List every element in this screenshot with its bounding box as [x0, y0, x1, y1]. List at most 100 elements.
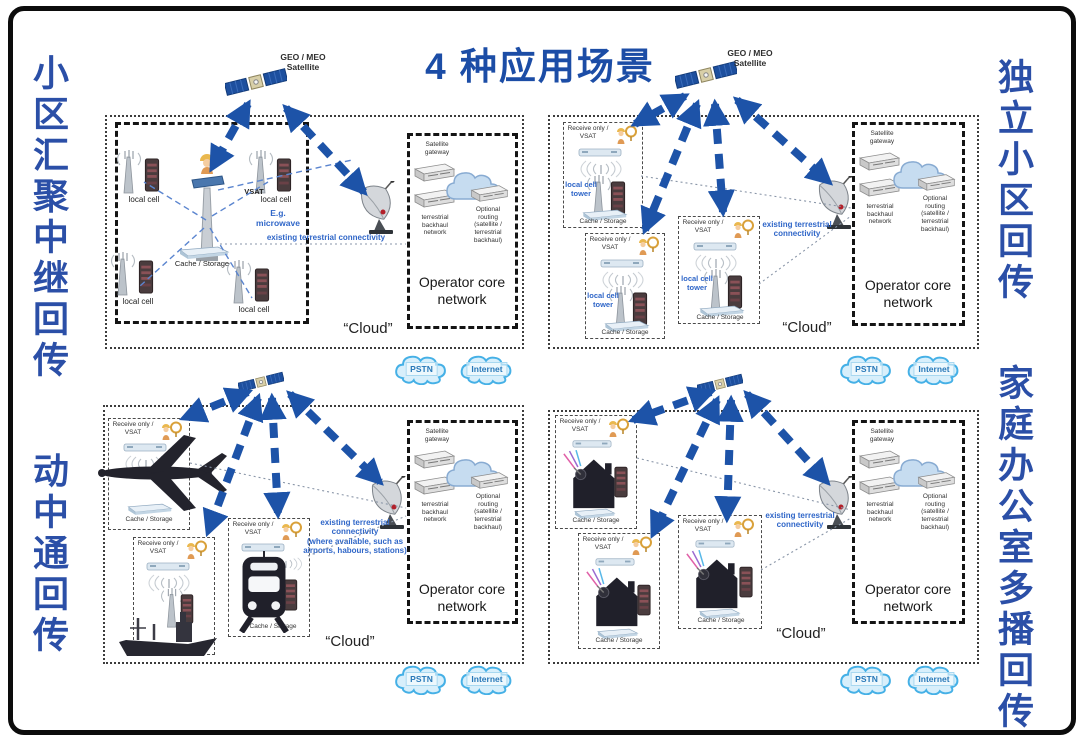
router-icon	[468, 182, 510, 204]
cache-storage-label: Cache / Storage	[696, 314, 744, 321]
receiver-person-icon	[638, 236, 660, 256]
cache-storage-label: Cache / Storage	[697, 617, 745, 624]
receiver-person-icon	[616, 125, 638, 145]
pstn-cloud: PSTN	[393, 352, 450, 385]
receive-unit-label: Receive only / VSAT	[589, 236, 631, 251]
outer-frame	[8, 6, 1076, 735]
satellite-gateway-label: Satellite gateway	[869, 130, 895, 145]
cloud-label: “Cloud”	[325, 633, 375, 650]
optional-routing-label: Optional routing (satellite / terrestria…	[473, 493, 503, 531]
router-icon	[468, 469, 510, 491]
local-cell-tower-label: local cell tower	[565, 180, 597, 198]
local-cell-box: Receive only / VSAT local cell tower Cac…	[563, 122, 643, 228]
receiver-person-icon	[186, 540, 208, 560]
cloud-label: “Cloud”	[343, 320, 393, 337]
vsat-modem-icon	[693, 240, 737, 252]
local-cell-label: local cell	[238, 305, 270, 314]
home-node-box: Receive only / VSAT Cache / Storage	[678, 515, 762, 629]
cache-storage-icon	[174, 246, 230, 260]
local-cell-tower-label: local cell tower	[587, 291, 619, 309]
side-label-comms-on-the-move: 动中通回传	[28, 452, 69, 657]
local-cell-node: local cell	[110, 252, 170, 310]
pstn-label: PSTN	[405, 671, 438, 686]
home-node-box: Receive only / VSAT Cache / Storage	[578, 533, 660, 649]
terrestrial-backhaul-label: terrestrial backhaul network	[866, 501, 894, 524]
satellite-gateway-label: Satellite gateway	[424, 428, 450, 443]
receive-unit-label: Receive only / VSAT	[137, 540, 179, 555]
server-icon	[138, 260, 154, 294]
router-icon	[915, 171, 957, 193]
operator-core-network-label: Operator core network	[864, 581, 952, 614]
receive-unit-label: Receive only / VSAT	[559, 418, 601, 433]
internet-cloud: Internet	[458, 352, 516, 385]
page-title: 4 种应用场景	[425, 46, 655, 87]
terrestrial-connectivity-label: existing terrestrial connectivity (where…	[303, 518, 407, 556]
operator-core-network-label: Operator core network	[864, 277, 952, 310]
internet-cloud: Internet	[905, 352, 963, 385]
house-icon	[585, 568, 643, 630]
local-cell-label: local cell	[122, 297, 154, 306]
vsat-label: VSAT	[244, 187, 264, 196]
side-label-home-office-multicast: 家庭办公室多播回传	[993, 364, 1034, 733]
side-label-standalone-cell: 独立小区回传	[993, 58, 1034, 304]
receive-unit-label: Receive only / VSAT	[567, 125, 609, 140]
vsat-modem-icon	[146, 560, 190, 572]
operator-core-network-box: Satellite gateway terrestrial backhaul n…	[852, 122, 965, 326]
house-icon	[685, 550, 743, 612]
optional-routing-label: Optional routing (satellite / terrestria…	[473, 206, 503, 244]
scenario-1-cell-aggregation-relay: GEO / MEO Satellite local cell local cel…	[100, 48, 530, 393]
cache-storage-label: Cache / Storage	[595, 637, 643, 644]
server-icon	[276, 158, 292, 192]
operator-core-network-box: Satellite gateway terrestrial backhaul n…	[407, 420, 518, 624]
pstn-cloud: PSTN	[838, 352, 895, 385]
pstn-cloud: PSTN	[393, 662, 450, 695]
ship-icon	[118, 606, 218, 660]
receive-unit-label: Receive only / VSAT	[582, 536, 624, 551]
cache-storage-label: Cache / Storage	[125, 516, 173, 523]
internet-label: Internet	[913, 361, 955, 376]
terrestrial-connectivity-label: existing terrestrial connectivity	[765, 511, 835, 530]
vsat-modem-icon	[600, 257, 644, 269]
local-cell-label: local cell	[260, 195, 292, 204]
satellite-label: GEO / MEO Satellite	[280, 52, 326, 73]
geo-meo-satellite-icon	[697, 370, 743, 398]
terrestrial-backhaul-label: terrestrial backhaul network	[421, 501, 449, 524]
vsat-modem-icon	[595, 556, 635, 567]
cell-tower-icon	[110, 252, 136, 296]
internet-cloud: Internet	[905, 662, 963, 695]
operator-core-network-box: Satellite gateway terrestrial backhaul n…	[407, 133, 518, 329]
internet-label: Internet	[913, 671, 955, 686]
pstn-label: PSTN	[850, 671, 883, 686]
optional-routing-label: Optional routing (satellite / terrestria…	[920, 493, 950, 531]
operator-core-network-label: Operator core network	[418, 274, 506, 307]
cell-tower-icon	[116, 150, 142, 194]
airplane-icon	[94, 425, 232, 520]
router-icon	[915, 469, 957, 491]
terrestrial-connectivity-label: existing terrestrial connectivity	[266, 233, 386, 242]
cloud-label: “Cloud”	[776, 625, 826, 642]
terrestrial-backhaul-label: terrestrial backhaul network	[421, 214, 449, 237]
scenario-3-comms-on-the-move: Receive only / VSAT Cache / Storage Rece…	[100, 368, 530, 713]
cloud-label: “Cloud”	[782, 319, 832, 336]
train-icon	[237, 551, 291, 633]
microwave-label: E.g. microwave	[256, 208, 300, 229]
local-cell-label: local cell	[128, 195, 160, 204]
scenario-2-standalone-cell: GEO / MEO Satellite Receive only / VSAT …	[545, 48, 979, 393]
cache-storage-label: Cache / Storage	[579, 218, 627, 225]
house-icon	[562, 450, 620, 512]
receive-unit-label: Receive only / VSAT	[112, 421, 154, 436]
receive-unit-label: Receive only / VSAT	[232, 521, 274, 536]
terrestrial-backhaul-label: terrestrial backhaul network	[866, 203, 894, 226]
cache-storage-label: Cache / Storage	[601, 329, 649, 336]
local-cell-box: Receive only / VSAT local cell tower Cac…	[585, 233, 665, 339]
vsat-modem-icon	[572, 438, 612, 449]
receiver-person-icon	[608, 418, 630, 438]
receiver-person-icon	[631, 536, 653, 556]
server-icon	[144, 158, 160, 192]
receive-unit-label: Receive only / VSAT	[682, 518, 724, 533]
operator-core-network-box: Satellite gateway terrestrial backhaul n…	[852, 420, 965, 624]
cache-storage-label: Cache / Storage	[174, 259, 230, 268]
optional-routing-label: Optional routing (satellite / terrestria…	[920, 195, 950, 233]
pstn-label: PSTN	[405, 361, 438, 376]
